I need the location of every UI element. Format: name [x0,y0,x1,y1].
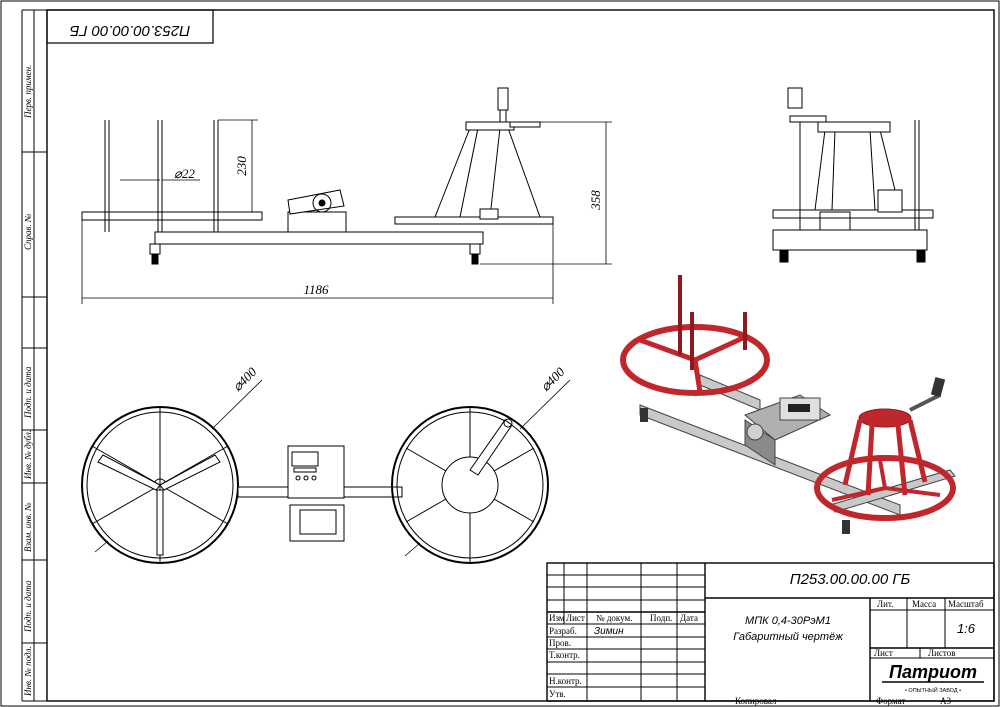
developer-name: Зимин [594,626,624,637]
sheets-label: Листов [928,648,955,658]
role-tech-control: Т.контр. [549,650,580,660]
document-type: Габаритный чертёж [733,631,843,643]
logo-text: Патриот [889,662,977,682]
th-date: Дата [680,613,698,623]
side-sign-date-1: Подп. и дата [23,366,33,419]
mass-label: Масса [912,599,936,609]
lit-label: Лит. [877,599,893,609]
mirrored-designation: П253.00.00.00 ГБ [69,22,190,39]
side-strip: Перв. примен. Справ. № Подп. и дата Инв.… [21,9,47,702]
isometric-view [620,275,956,534]
scale-label: Масштаб [948,599,984,609]
th-signature: Подп. [650,613,672,623]
role-norm-control: Н.контр. [549,676,582,686]
company-logo: Патриот • ОПЫТНЫЙ ЗАВОД • [882,662,984,694]
dim-total-length: 1186 [303,282,329,297]
inner-frame [46,9,995,702]
side-view [772,87,934,263]
side-interch-inv: Взам. инв. № [23,502,33,552]
role-checker: Пров. [549,638,571,648]
front-dimensions [81,119,612,304]
side-first-use: Перв. примен. [23,65,33,119]
logo-sub: • ОПЫТНЫЙ ЗАВОД • [905,686,961,694]
copied-label: Копировал [735,696,777,706]
role-approved: Утв. [549,689,566,699]
th-doc-no: № докум. [596,613,633,623]
side-inv-orig: Инв. № подл. [23,646,33,697]
format-value: А3 [940,696,951,706]
scale-value: 1:6 [957,621,976,636]
th-sheet: Лист [566,613,585,623]
top-view [81,406,549,564]
side-sign-date-2: Подп. и дата [23,580,33,633]
sheet-label: Лист [874,648,893,658]
top-dimensions [94,379,571,557]
th-change: Изм [549,613,565,623]
dim-rod-diameter: ⌀22 [174,166,195,181]
dim-rod-height: 230 [234,156,249,176]
designation: П253.00.00.00 ГБ [790,571,911,588]
dim-wheel-right: ⌀400 [538,364,568,394]
dim-wheel-left: ⌀400 [230,364,260,394]
format-label: Формат [876,696,905,706]
dim-total-height: 358 [588,190,603,211]
title-block [546,562,995,702]
product-name: МПК 0,4-30РэМ1 [745,615,831,627]
front-view [81,87,554,265]
side-reference: Справ. № [23,214,33,250]
role-developer: Разраб. [549,626,577,636]
side-inv-dup: Инв. № дубл. [23,430,33,480]
mirrored-designation-box: П253.00.00.00 ГБ [46,9,214,44]
